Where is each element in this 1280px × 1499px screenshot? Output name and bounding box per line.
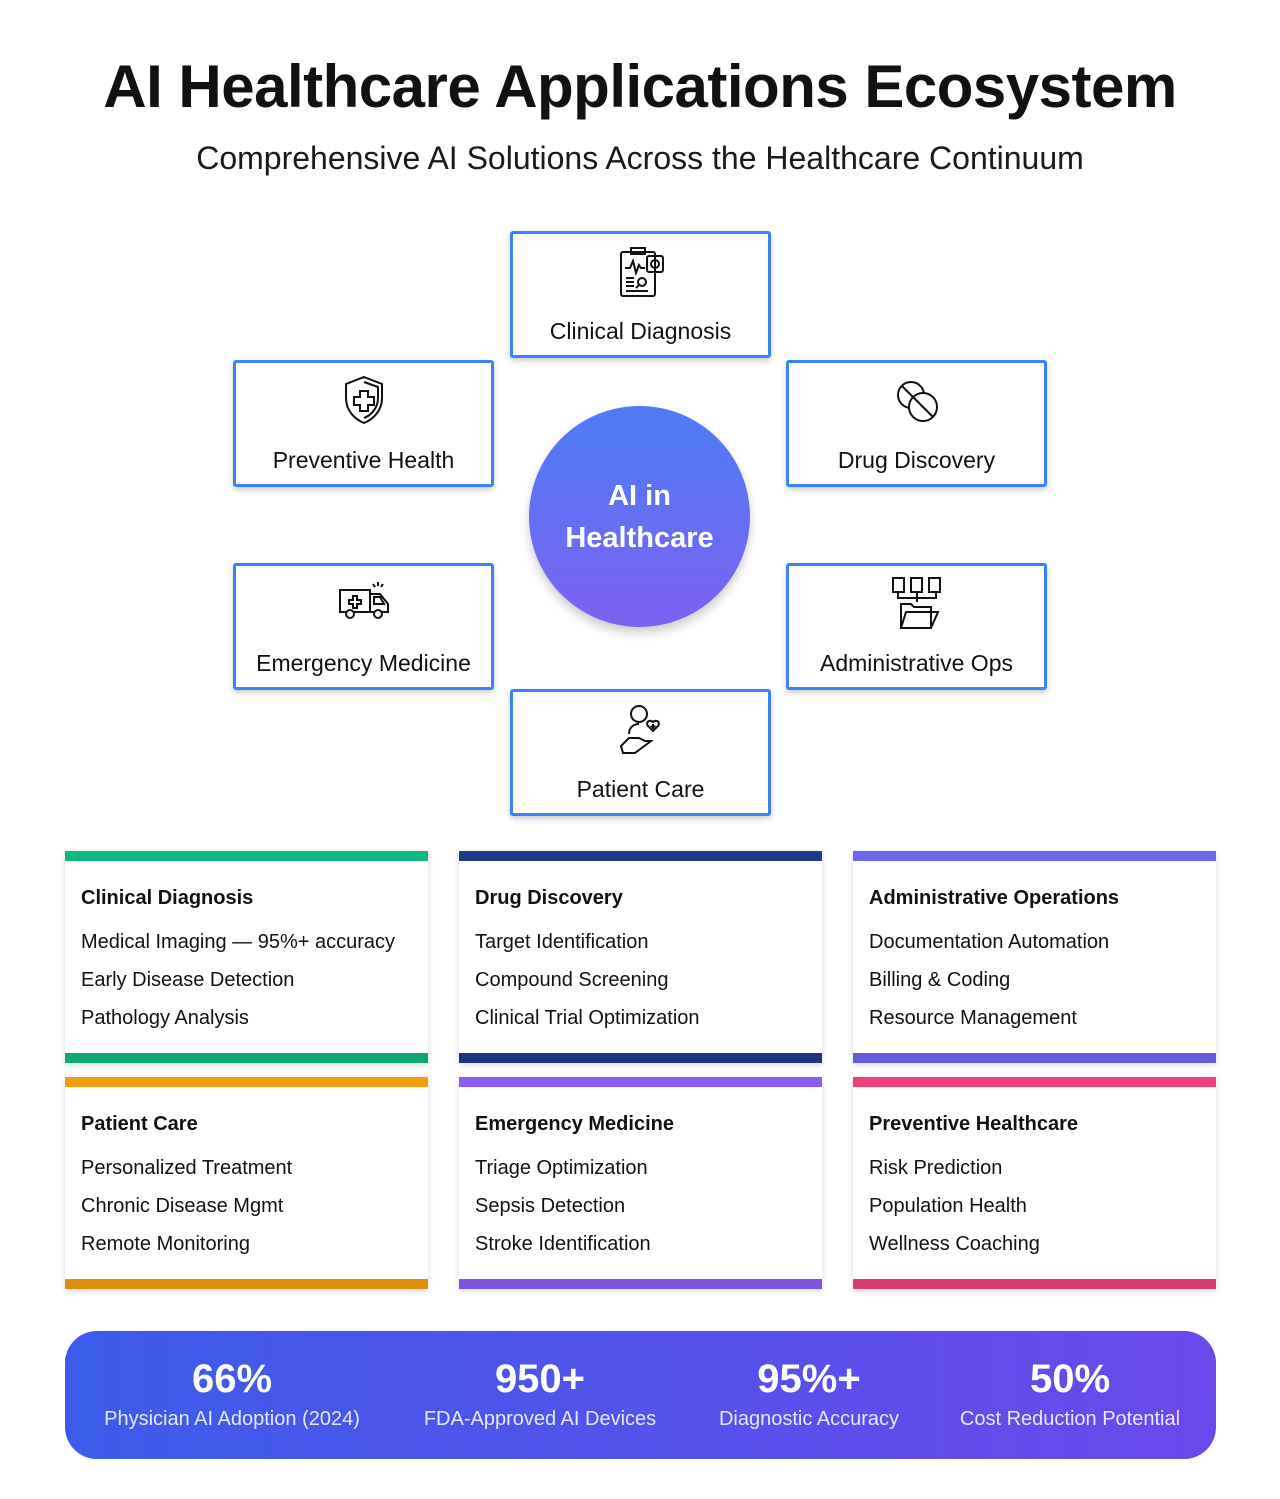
node-clinical-diagnosis: Clinical Diagnosis [510,231,771,358]
card-item: Chronic Disease Mgmt [81,1195,284,1217]
node-label: Preventive Health [272,447,455,473]
card-title: Patient Care [81,1113,198,1135]
card-top-bar [459,1077,822,1087]
card-item: Remote Monitoring [81,1233,250,1255]
card-item: Stroke Identification [475,1233,651,1255]
card-title: Administrative Operations [869,887,1120,909]
card-item: Documentation Automation [869,931,1110,953]
documents-folder-icon [891,577,941,629]
card-bottom-bar [65,1279,428,1289]
node-label: Patient Care [576,776,705,802]
stat-label: Diagnostic Accuracy [718,1408,900,1430]
card-top-bar [459,851,822,861]
card-top-bar [65,1077,428,1087]
card-item: Personalized Treatment [81,1157,293,1179]
card-top-bar [853,1077,1216,1087]
card-item: Target Identification [475,931,649,953]
card-bottom-bar [853,1279,1216,1289]
card-item: Resource Management [869,1007,1077,1029]
card-item: Risk Prediction [869,1157,1003,1179]
card-item: Population Health [869,1195,1027,1217]
card-item: Sepsis Detection [475,1195,626,1217]
card-item: Compound Screening [475,969,669,991]
stats-banner: 66% Physician AI Adoption (2024) 950+ FDA-… [65,1331,1216,1459]
card-item: Clinical Trial Optimization [475,1007,700,1029]
shield-cross-icon [344,375,383,425]
card-title: Clinical Diagnosis [81,887,254,909]
stat-label: FDA-Approved AI Devices [423,1408,657,1430]
hub-circle: AI in Healthcare [529,406,750,627]
node-label: Clinical Diagnosis [549,318,732,344]
card-bottom-bar [459,1279,822,1289]
node-patient-care: Patient Care [510,689,771,816]
card-title: Drug Discovery [475,887,623,909]
stat-value: 950+ [494,1357,586,1401]
pills-icon [896,381,938,422]
node-label: Drug Discovery [837,447,996,473]
clipboard-diagnosis-icon [619,247,664,297]
card-title: Preventive Healthcare [869,1113,1079,1135]
node-label: Administrative Ops [819,650,1013,676]
page-subtitle: Comprehensive AI Solutions Across the He… [196,140,1084,176]
card-bottom-bar [853,1053,1216,1063]
hub-line-1: AI in [608,479,671,512]
stat: 50% Cost Reduction Potential [920,1357,1220,1431]
hub-line-2: Healthcare [565,521,714,554]
hand-heart-patient-icon [619,705,660,754]
node-label: Emergency Medicine [256,650,471,676]
card-item: Pathology Analysis [81,1007,249,1029]
card-item: Wellness Coaching [869,1233,1040,1255]
card-item: Early Disease Detection [81,969,295,991]
ambulance-icon [338,582,389,619]
page-title: AI Healthcare Applications Ecosystem [103,53,1177,120]
card-title: Emergency Medicine [475,1113,674,1135]
node-emergency-medicine: Emergency Medicine [233,563,494,690]
stat-label: Physician AI Adoption (2024) [104,1408,360,1430]
node-preventive-health: Preventive Health [233,360,494,487]
node-administrative-ops: Administrative Ops [786,563,1047,690]
card-bottom-bar [459,1053,822,1063]
stat-value: 66% [191,1357,273,1401]
card-item: Billing & Coding [869,969,1011,991]
stat: 950+ FDA-Approved AI Devices [390,1357,690,1431]
stat: 66% Physician AI Adoption (2024) [82,1357,382,1431]
stat-value: 50% [1029,1357,1111,1401]
stat: 95%+ Diagnostic Accuracy [659,1357,959,1431]
node-drug-discovery: Drug Discovery [786,360,1047,487]
card-item: Medical Imaging — 95%+ accuracy [81,931,396,953]
stat-value: 95%+ [757,1357,861,1401]
card-top-bar [853,851,1216,861]
card-top-bar [65,851,428,861]
card-item: Triage Optimization [475,1157,648,1179]
stat-label: Cost Reduction Potential [959,1408,1181,1430]
card-bottom-bar [65,1053,428,1063]
